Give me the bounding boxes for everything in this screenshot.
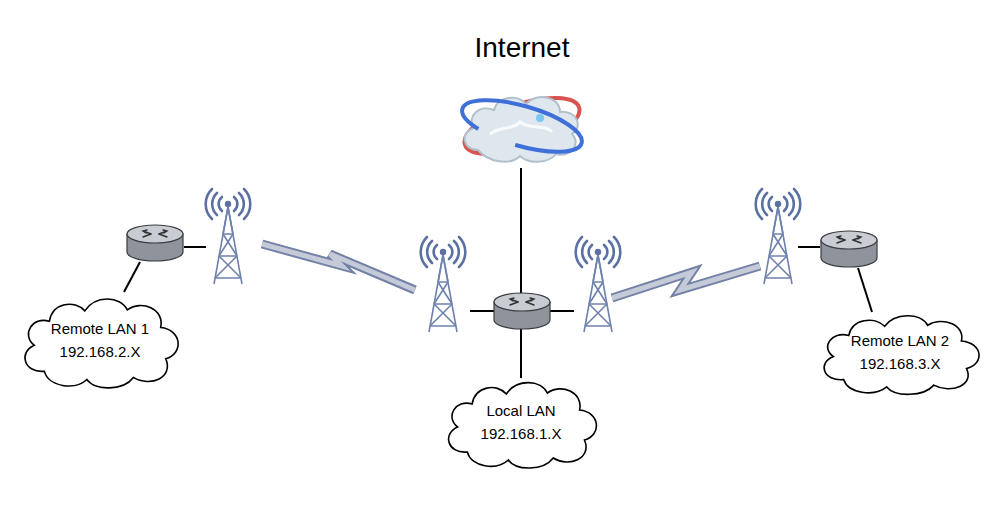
internet-icon — [457, 87, 587, 166]
glow-dot — [536, 114, 544, 122]
lan-name: Remote LAN 2 — [851, 329, 949, 352]
antenna-wire — [798, 246, 820, 248]
text-stack: Remote LAN 1192.168.2.X — [14, 288, 186, 392]
cloud-shape — [25, 299, 178, 388]
cloud-outline — [438, 372, 604, 472]
lan-wire — [858, 268, 872, 312]
wireless-links — [262, 244, 760, 298]
cloud-outline — [813, 306, 987, 398]
subnet-address: 192.168.3.X — [860, 352, 941, 375]
router-symbol — [821, 231, 877, 267]
lightning-bolt — [262, 244, 415, 290]
lan-cloud: Remote LAN 2192.168.3.X — [813, 306, 987, 398]
text-stack: Remote LAN 2192.168.3.X — [813, 306, 987, 398]
lightning-bolt — [612, 266, 760, 298]
lan-name: Local LAN — [486, 399, 555, 422]
lan-cloud: Local LAN192.168.1.X — [438, 372, 604, 472]
antenna-tower — [421, 237, 466, 332]
antenna-tower — [756, 189, 801, 284]
wires — [124, 168, 872, 378]
router-symbol — [494, 293, 550, 329]
cloud-shape — [449, 383, 597, 468]
orbit-ring — [457, 90, 587, 163]
lan-name: Remote LAN 1 — [51, 317, 149, 340]
internet-wire — [520, 168, 522, 294]
antenna-tower — [576, 237, 621, 332]
router-symbol — [127, 225, 183, 261]
cloud-highlight — [490, 122, 552, 134]
cloud-outline — [14, 288, 186, 392]
antenna-tower — [206, 189, 251, 284]
antenna-wire — [184, 246, 206, 248]
lan-cloud: Remote LAN 1192.168.2.X — [14, 288, 186, 392]
antenna-wire — [470, 310, 494, 312]
lightning-bolt — [612, 266, 760, 298]
lan-wire — [124, 262, 140, 292]
network-label: Internet — [475, 32, 570, 64]
cloud-shape — [824, 316, 979, 395]
text-stack: Local LAN192.168.1.X — [438, 372, 604, 472]
local-wire — [520, 326, 522, 378]
subnet-address: 192.168.1.X — [481, 422, 562, 445]
lightning-bolt — [262, 244, 415, 290]
antenna-wire — [549, 310, 574, 312]
subnet-address: 192.168.2.X — [60, 340, 141, 363]
